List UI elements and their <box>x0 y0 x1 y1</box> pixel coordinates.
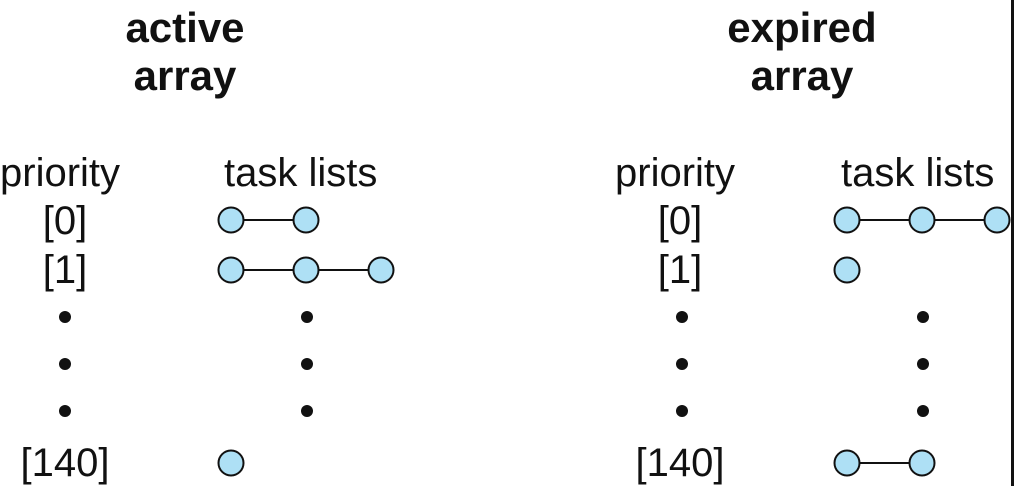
active-priority-ellipsis-dot <box>59 405 71 417</box>
active-task-list-row-140 <box>217 449 245 477</box>
expired-priority-ellipsis-dot <box>676 405 688 417</box>
active-priority-ellipsis-dot <box>59 311 71 323</box>
task-node <box>983 206 1011 234</box>
active-priority-0: [0] <box>42 199 88 243</box>
active-task-ellipsis-dot <box>301 311 313 323</box>
expired-task-list-row-0 <box>833 206 1011 234</box>
expired-task-ellipsis-dot <box>917 311 929 323</box>
expired-title-line1: expired <box>727 4 877 51</box>
active-task-lists-graphic <box>217 206 395 477</box>
task-node <box>292 206 320 234</box>
active-priority-1: [1] <box>42 248 88 292</box>
expired-priority-header: priority <box>615 151 736 195</box>
expired-task-ellipsis-dot <box>917 405 929 417</box>
task-node <box>908 206 936 234</box>
expired-task-lists-graphic <box>833 206 1011 477</box>
task-node <box>292 256 320 284</box>
active-task-lists-header: task lists <box>224 151 378 195</box>
expired-priority-ellipsis-dot <box>676 311 688 323</box>
expired-priority-0: [0] <box>657 199 703 243</box>
active-title-line2: array <box>133 52 237 99</box>
task-node <box>833 206 861 234</box>
active-task-ellipsis-dot <box>301 358 313 370</box>
active-task-ellipsis-dot <box>301 405 313 417</box>
expired-priority-1: [1] <box>657 248 703 292</box>
task-node <box>217 449 245 477</box>
active-priority-140: [140] <box>20 441 110 485</box>
active-task-list-row-1 <box>217 256 395 284</box>
right-edge-border <box>1011 0 1014 486</box>
active-array-panel: active array priority task lists [0] [1]… <box>0 0 500 486</box>
task-node <box>367 256 395 284</box>
expired-task-list-row-140 <box>833 449 936 477</box>
expired-array-panel: expired array priority task lists [0] [1… <box>615 0 1014 486</box>
active-title-line1: active <box>125 4 245 51</box>
expired-task-list-row-1 <box>833 256 861 284</box>
expired-priority-ellipsis-dot <box>676 358 688 370</box>
active-priority-ellipsis-dot <box>59 358 71 370</box>
active-task-list-row-0 <box>217 206 320 234</box>
expired-array-title: expired array <box>682 4 922 100</box>
task-node <box>908 449 936 477</box>
expired-task-lists-header: task lists <box>841 151 995 195</box>
expired-title-line2: array <box>750 52 854 99</box>
task-node <box>217 256 245 284</box>
active-array-title: active array <box>65 4 305 100</box>
expired-priority-140: [140] <box>635 441 725 485</box>
task-node <box>833 256 861 284</box>
expired-task-ellipsis-dot <box>917 358 929 370</box>
active-priority-header: priority <box>0 151 121 195</box>
task-node <box>833 449 861 477</box>
task-node <box>217 206 245 234</box>
